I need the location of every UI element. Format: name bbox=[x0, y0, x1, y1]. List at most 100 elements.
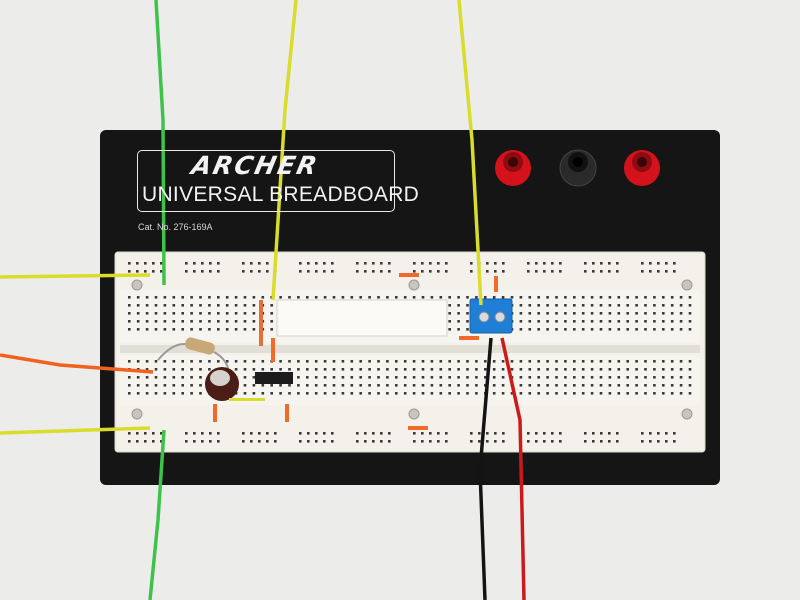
breadboard-hole bbox=[128, 360, 131, 363]
breadboard-hole bbox=[225, 320, 229, 323]
breadboard-hole bbox=[252, 312, 256, 315]
breadboard-hole bbox=[380, 432, 383, 435]
breadboard-hole bbox=[160, 270, 163, 273]
breadboard-hole bbox=[478, 440, 481, 443]
breadboard-hole bbox=[478, 432, 481, 435]
breadboard-hole bbox=[537, 312, 540, 315]
breadboard-hole bbox=[288, 368, 291, 371]
breadboard-hole bbox=[581, 376, 585, 379]
breadboard-hole bbox=[350, 360, 354, 363]
breadboard-hole bbox=[243, 320, 247, 323]
breadboard-hole bbox=[261, 296, 265, 299]
breadboard-hole bbox=[359, 376, 362, 379]
breadboard-hole bbox=[581, 392, 585, 395]
breadboard-hole bbox=[448, 360, 451, 363]
breadboard-hole bbox=[201, 262, 204, 265]
breadboard-hole bbox=[288, 360, 291, 363]
breadboard-hole bbox=[635, 392, 638, 395]
breadboard-hole bbox=[653, 304, 656, 307]
binding-post-black[interactable] bbox=[559, 149, 597, 187]
breadboard-hole bbox=[297, 360, 300, 363]
breadboard-hole bbox=[581, 368, 585, 371]
breadboard-hole bbox=[457, 360, 460, 363]
breadboard-hole bbox=[288, 384, 291, 387]
breadboard-hole bbox=[679, 384, 683, 387]
breadboard-hole bbox=[430, 384, 434, 387]
breadboard-hole bbox=[662, 376, 665, 379]
breadboard-hole bbox=[484, 360, 487, 363]
breadboard-hole bbox=[555, 360, 558, 363]
breadboard-hole bbox=[145, 312, 149, 315]
breadboard-hole bbox=[543, 440, 546, 443]
breadboard-hole bbox=[199, 320, 202, 323]
breadboard-hole bbox=[649, 432, 652, 435]
breadboard-hole bbox=[590, 296, 594, 299]
catalog-number: Cat. No. 276-169A bbox=[138, 222, 213, 232]
breadboard-hole bbox=[635, 328, 638, 331]
breadboard-hole bbox=[279, 296, 282, 299]
breadboard-hole bbox=[163, 296, 167, 299]
breadboard-hole bbox=[673, 432, 676, 435]
breadboard-hole bbox=[527, 432, 530, 435]
breadboard-hole bbox=[208, 320, 211, 323]
breadboard-hole bbox=[546, 328, 549, 331]
breadboard-hole bbox=[154, 376, 158, 379]
breadboard-hole bbox=[617, 360, 621, 363]
breadboard-hole bbox=[670, 320, 674, 323]
breadboard-hole bbox=[258, 262, 261, 265]
breadboard-hole bbox=[457, 328, 460, 331]
breadboard-hole bbox=[599, 376, 603, 379]
resistor-lead bbox=[213, 351, 229, 369]
breadboard-hole bbox=[199, 296, 202, 299]
breadboard-hole bbox=[331, 432, 334, 435]
breadboard-hole bbox=[644, 296, 647, 299]
breadboard-hole bbox=[475, 392, 478, 395]
breadboard-hole bbox=[297, 296, 300, 299]
breadboard-hole bbox=[617, 320, 621, 323]
breadboard-hole bbox=[368, 376, 371, 379]
breadboard-hole bbox=[181, 320, 184, 323]
breadboard-hole bbox=[546, 392, 549, 395]
breadboard-hole bbox=[688, 368, 692, 371]
breadboard-hole bbox=[208, 328, 211, 331]
breadboard-hole bbox=[181, 392, 184, 395]
breadboard-hole bbox=[145, 328, 149, 331]
binding-post-red-right[interactable] bbox=[624, 150, 660, 186]
breadboard-hole bbox=[617, 304, 621, 307]
breadboard-hole bbox=[413, 432, 416, 435]
breadboard-hole bbox=[350, 392, 354, 395]
breadboard-hole bbox=[608, 432, 611, 435]
breadboard-hole bbox=[217, 328, 220, 331]
breadboard-hole bbox=[225, 360, 229, 363]
breadboard-hole bbox=[208, 360, 211, 363]
breadboard-hole bbox=[653, 320, 656, 323]
breadboard-hole bbox=[270, 368, 273, 371]
breadboard-hole bbox=[181, 368, 184, 371]
breadboard-hole bbox=[421, 432, 424, 435]
breadboard-hole bbox=[181, 304, 184, 307]
ic-chip bbox=[255, 372, 293, 384]
breadboard-hole bbox=[252, 296, 256, 299]
breadboard-hole bbox=[185, 262, 188, 265]
breadboard-hole bbox=[172, 392, 176, 395]
breadboard-hole bbox=[136, 270, 139, 273]
breadboard-hole bbox=[573, 296, 576, 299]
breadboard-hole bbox=[457, 296, 460, 299]
breadboard-hole bbox=[136, 320, 140, 323]
breadboard-hole bbox=[559, 262, 562, 265]
breadboard-hole bbox=[323, 440, 326, 443]
breadboard-hole bbox=[323, 368, 327, 371]
breadboard-hole bbox=[193, 262, 196, 265]
breadboard-hole bbox=[209, 270, 212, 273]
breadboard-hole bbox=[266, 432, 269, 435]
binding-post-red-left[interactable] bbox=[495, 150, 531, 186]
breadboard-hole bbox=[528, 328, 532, 331]
breadboard-hole bbox=[421, 296, 425, 299]
breadboard-hole bbox=[528, 360, 532, 363]
breadboard-hole bbox=[665, 440, 668, 443]
breadboard-hole bbox=[626, 384, 629, 387]
mounting-screw bbox=[408, 408, 420, 420]
breadboard-hole bbox=[243, 296, 247, 299]
breadboard-hole bbox=[154, 384, 158, 387]
breadboard-hole bbox=[297, 376, 300, 379]
